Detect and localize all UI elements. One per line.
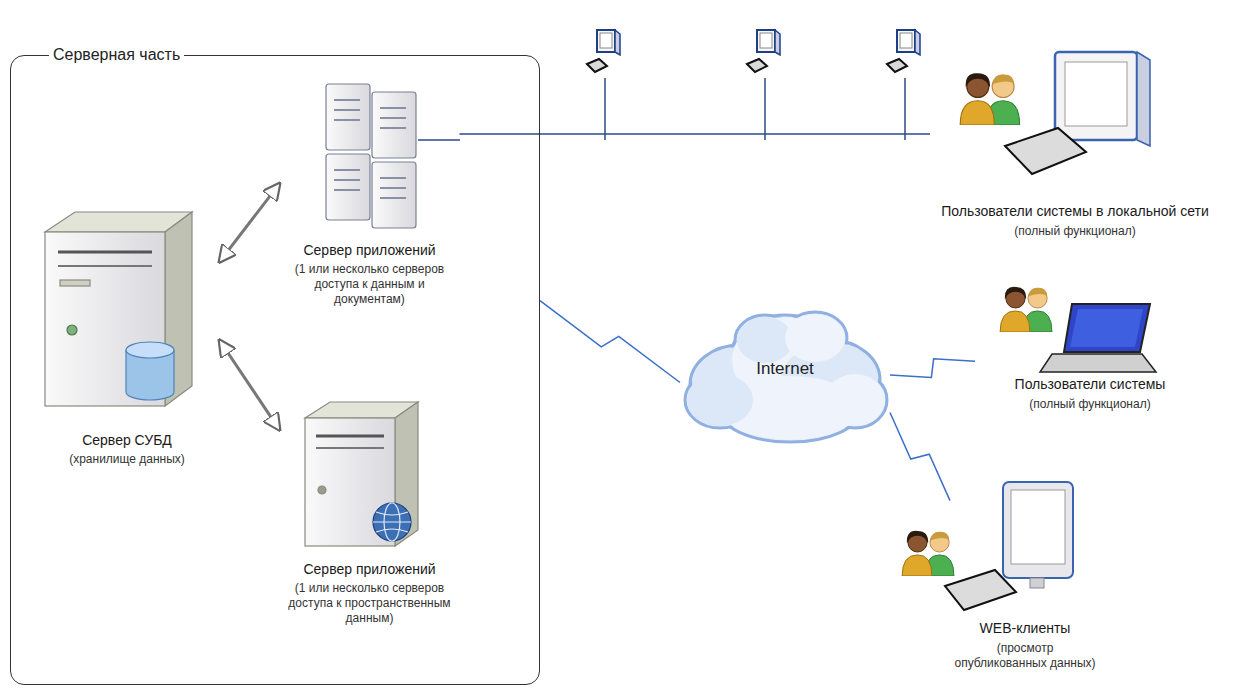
lan-users: Пользователи системы в локальной сети (по… <box>930 45 1220 243</box>
node-note: (1 или несколько серверов доступа к прос… <box>280 581 460 626</box>
cloud-fill <box>785 314 845 362</box>
app-server: Сервер приложений (1 или несколько сервер… <box>280 80 460 312</box>
drop-wire <box>604 78 606 140</box>
network-link <box>890 359 975 378</box>
dbms-server-icon <box>45 212 192 406</box>
users-icon <box>1000 287 1052 332</box>
data-exchange-arrow <box>220 340 280 430</box>
node-title: Сервер СУБД <box>35 432 220 450</box>
workstation-icon <box>747 30 780 72</box>
lan-cable <box>460 133 931 135</box>
cloud-fill <box>687 374 753 426</box>
workstation-icon <box>587 30 620 72</box>
server-zone: Сервер приложений (1 или несколько сервер… <box>10 55 540 685</box>
web-clients: WEB-клиенты (просмотр опубликованных данн… <box>950 470 1100 675</box>
text-block: Сервер приложений (1 или несколько сервер… <box>280 242 460 308</box>
data-exchange-arrow <box>220 184 280 262</box>
cloud-fill <box>737 317 793 363</box>
desktop-icon <box>1005 52 1150 174</box>
users-icon <box>902 531 954 576</box>
spatial-server-icon <box>305 402 418 546</box>
cloud-fill <box>825 374 885 426</box>
text-block: Пользователи системы в локальной сети (по… <box>930 203 1220 239</box>
node-title: Сервер приложений <box>280 242 460 260</box>
node-title: Сервер приложений <box>280 561 460 579</box>
network-link <box>890 413 950 501</box>
drop-wire <box>764 78 766 140</box>
text-block: Сервер приложений (1 или несколько сервер… <box>280 561 460 627</box>
text-block: Сервер СУБД (хранилище данных) <box>35 432 220 468</box>
users-icon <box>960 73 1019 125</box>
node-note: (полный функционал) <box>975 397 1205 412</box>
text-block: Internet <box>680 358 890 379</box>
node-title: Internet <box>680 358 890 379</box>
node-note: (просмотр опубликованных данных) <box>950 641 1100 671</box>
drop-wire <box>904 78 906 140</box>
remote-users: Пользователи системы (полный функционал) <box>975 280 1205 416</box>
spatial-app-server: Сервер приложений (1 или несколько сервер… <box>280 395 460 631</box>
node-note: (хранилище данных) <box>35 452 220 467</box>
server-cluster-icon <box>326 84 416 228</box>
workstation-icon <box>887 30 920 72</box>
node-note: (полный функционал) <box>930 224 1220 239</box>
dbms-server: Сервер СУБД (хранилище данных) <box>35 210 220 472</box>
web-monitor-icon <box>945 482 1073 610</box>
text-block: WEB-клиенты (просмотр опубликованных данн… <box>950 620 1100 671</box>
node-title: Пользователи системы в локальной сети <box>930 203 1220 221</box>
node-note: (1 или несколько серверов доступа к данн… <box>280 262 460 307</box>
laptop-icon <box>1040 304 1156 372</box>
lan-drops <box>418 78 905 140</box>
text-block: Пользователи системы (полный функционал) <box>975 376 1205 412</box>
wire-stub <box>418 139 460 141</box>
network-link <box>540 301 680 383</box>
node-title: Пользователи системы <box>975 376 1205 394</box>
node-title: WEB-клиенты <box>950 620 1100 638</box>
internet-cloud: Internet <box>680 300 890 450</box>
zone-heading: Серверная часть <box>49 45 184 64</box>
